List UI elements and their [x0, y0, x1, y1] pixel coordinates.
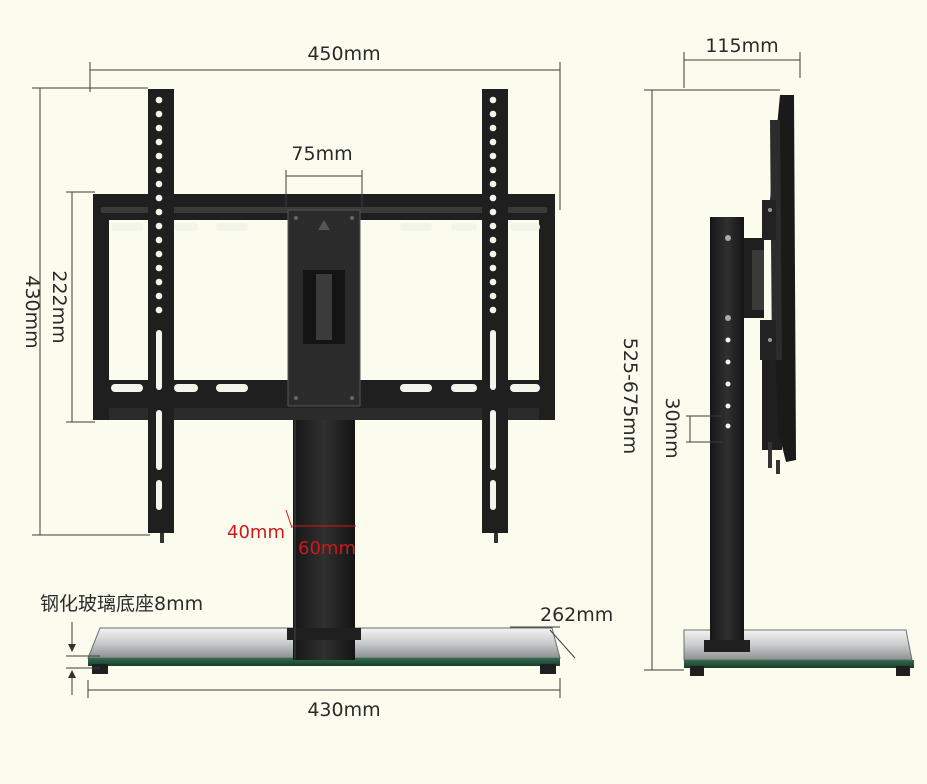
left-arm-holes [155, 96, 163, 510]
center-post-front [287, 420, 361, 660]
height-range-label: 525-675mm [619, 338, 641, 454]
glass-note-label: 钢化玻璃底座8mm [40, 593, 203, 615]
side-view: 115mm 525-675mm 30mm [619, 35, 914, 676]
frame-width-label: 450mm [307, 43, 380, 65]
dimension-lines-side [644, 52, 801, 671]
offset-right-label: 60mm [298, 538, 356, 559]
offset-left-label: 40mm [227, 522, 285, 543]
tv-arm-side [760, 95, 796, 474]
hole-spacing-label: 30mm [661, 397, 683, 458]
dimension-lines-front [32, 62, 576, 698]
base-width-label: 430mm [307, 699, 380, 721]
center-width-label: 75mm [291, 143, 352, 165]
center-plate [287, 209, 361, 407]
left-vertical-arm [148, 89, 174, 543]
base-depth-label: 262mm [540, 604, 613, 626]
right-arm-holes [489, 96, 497, 510]
center-post-side [704, 217, 750, 652]
side-depth-label: 115mm [705, 35, 778, 57]
inner-height-label: 222mm [48, 270, 70, 343]
right-vertical-arm [482, 89, 508, 543]
frame-height-label: 430mm [21, 275, 43, 348]
front-view: 450mm 75mm 430mm 222mm 40mm 60mm 钢化玻璃底座8… [21, 43, 613, 721]
